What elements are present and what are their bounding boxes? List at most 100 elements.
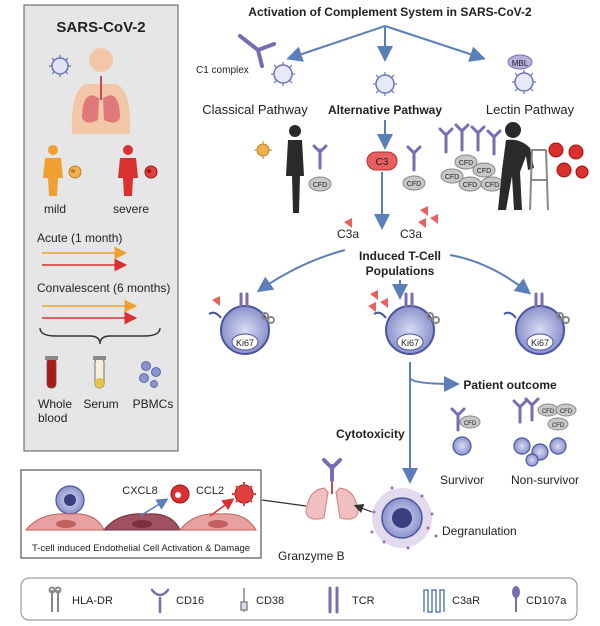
c3a-left-fragment bbox=[344, 218, 352, 228]
pbmcs-label: PBMCs bbox=[133, 397, 174, 411]
lectin-virus-icon bbox=[512, 70, 536, 94]
arrow-degranulation-to-lungs bbox=[353, 504, 373, 514]
c1-complex-label: C1 complex bbox=[196, 65, 249, 76]
degranulating-cell bbox=[370, 486, 438, 550]
elderly-person-walker-icon bbox=[498, 122, 549, 211]
arrow-to-left-tcell bbox=[256, 249, 346, 293]
hla-dr-icon bbox=[48, 586, 62, 612]
connector-lungs-to-box bbox=[261, 499, 307, 507]
pbmc-cells-icon bbox=[139, 361, 161, 388]
tcell-endothelial-icon bbox=[55, 485, 85, 515]
ki67-left-badge bbox=[231, 333, 259, 351]
c3-badge bbox=[366, 151, 398, 171]
c3a-right-label: C3a bbox=[400, 227, 422, 241]
c3a-left-label: C3a bbox=[337, 227, 359, 241]
lungs-icon bbox=[305, 476, 359, 520]
severe-label: severe bbox=[113, 202, 149, 216]
degranulation-label: Degranulation bbox=[442, 524, 517, 538]
non-survivor-cfds bbox=[537, 403, 577, 431]
legend-tcr: TCR bbox=[352, 595, 375, 607]
classical-virus-icon bbox=[271, 62, 295, 86]
legend-cd107a: CD107a bbox=[526, 595, 567, 607]
convalescent-label: Convalescent (6 months) bbox=[37, 281, 170, 295]
main-title: Activation of Complement System in SARS-… bbox=[248, 5, 532, 19]
mild-label: mild bbox=[44, 202, 66, 216]
cfd-badge bbox=[308, 176, 332, 192]
non-survivor-receptors-icon bbox=[512, 397, 540, 424]
mild-patient-icon bbox=[43, 145, 82, 196]
ccl2-label: CCL2 bbox=[196, 485, 224, 497]
survivor-cfd-badge bbox=[459, 415, 481, 429]
ki67-right-label: Ki67 bbox=[531, 338, 549, 348]
alt-receptor-icon bbox=[406, 145, 422, 172]
severe-virus-cluster-icon bbox=[548, 142, 589, 179]
non-survivor-cells-icon bbox=[513, 437, 567, 467]
serum-tube-icon bbox=[93, 356, 106, 389]
cfd-cluster-label-5: CFD bbox=[485, 182, 499, 189]
blood-label: blood bbox=[38, 411, 67, 425]
young-person-silhouette-icon bbox=[286, 125, 304, 213]
survivor-label: Survivor bbox=[440, 473, 484, 487]
cytotoxicity-label: Cytotoxicity bbox=[336, 427, 405, 441]
brace bbox=[39, 327, 161, 345]
tcr-icon bbox=[328, 586, 339, 614]
arrow-to-ccl2 bbox=[209, 498, 235, 517]
legend-cd16: CD16 bbox=[176, 595, 204, 607]
cd16-icon bbox=[150, 588, 170, 614]
human-torso-lungs-icon bbox=[71, 48, 131, 134]
ns-cfd-label-2: CFD bbox=[560, 409, 573, 415]
cfd-cluster-label-1: CFD bbox=[459, 160, 473, 167]
receptor-icon bbox=[312, 144, 328, 170]
survivor-receptor-icon bbox=[450, 407, 466, 432]
c1-complex-antibody-icon bbox=[238, 34, 276, 68]
ki67-center-badge bbox=[396, 333, 424, 351]
ki67-right-badge bbox=[526, 333, 554, 351]
survivor-cell-icon bbox=[452, 436, 472, 456]
acute-label: Acute (1 month) bbox=[37, 231, 122, 245]
non-survivor-label: Non-survivor bbox=[511, 473, 579, 487]
ns-cfd-label-3: CFD bbox=[552, 423, 565, 429]
arrow-to-lectin bbox=[384, 25, 486, 62]
receptor-cluster-icon bbox=[438, 123, 502, 156]
mbl-label: MBL bbox=[512, 59, 529, 68]
left-panel-title: SARS-CoV-2 bbox=[56, 19, 145, 36]
granzyme-receptor-icon bbox=[322, 458, 342, 482]
arrow-to-cxcl8 bbox=[139, 498, 169, 517]
lectin-pathway-label: Lectin Pathway bbox=[486, 102, 575, 117]
ccl2-cell-icon bbox=[232, 482, 256, 506]
c3a-right-fragments bbox=[418, 206, 438, 228]
cxcl8-label: CXCL8 bbox=[122, 485, 157, 497]
endothelial-cells-row bbox=[24, 513, 257, 531]
serum-label: Serum bbox=[83, 397, 118, 411]
severe-patient-icon bbox=[118, 145, 158, 196]
cfd-cluster bbox=[440, 154, 504, 192]
cxcl8-cell-icon bbox=[170, 484, 190, 504]
cd107a-icon bbox=[512, 586, 520, 612]
alternative-virus-icon bbox=[373, 72, 397, 96]
induced-title-line2: Populations bbox=[366, 264, 435, 278]
endothelial-caption: T-cell induced Endothelial Cell Activati… bbox=[32, 543, 250, 554]
c3-label: C3 bbox=[376, 157, 389, 168]
cfd-cluster-label-2: CFD bbox=[445, 174, 459, 181]
ns-cfd-label-1: CFD bbox=[542, 409, 555, 415]
mild-virus-icon bbox=[254, 141, 272, 159]
legend-hla-dr: HLA-DR bbox=[72, 595, 113, 607]
alternative-pathway-label: Alternative Pathway bbox=[328, 103, 442, 117]
c3a-left-tcell-fragments bbox=[212, 296, 220, 306]
patient-outcome-title: Patient outcome bbox=[463, 378, 557, 392]
induced-title-line1: Induced T-Cell bbox=[359, 249, 441, 263]
cfd-cluster-label-3: CFD bbox=[477, 168, 491, 175]
classical-pathway-label: Classical Pathway bbox=[202, 102, 308, 117]
arrow-to-right-tcell bbox=[449, 254, 532, 295]
cd38-icon bbox=[240, 588, 248, 612]
cfd-label: CFD bbox=[313, 182, 327, 189]
cfd-cluster-label-4: CFD bbox=[463, 182, 477, 189]
cfd-alt-badge bbox=[402, 175, 426, 191]
c3ar-icon bbox=[423, 589, 445, 613]
whole-label: Whole bbox=[38, 397, 72, 411]
arrow-to-outcome bbox=[409, 362, 460, 392]
c3a-center-tcell-fragments bbox=[368, 290, 388, 312]
mbl-badge bbox=[507, 54, 533, 70]
legend-cd38: CD38 bbox=[256, 595, 284, 607]
